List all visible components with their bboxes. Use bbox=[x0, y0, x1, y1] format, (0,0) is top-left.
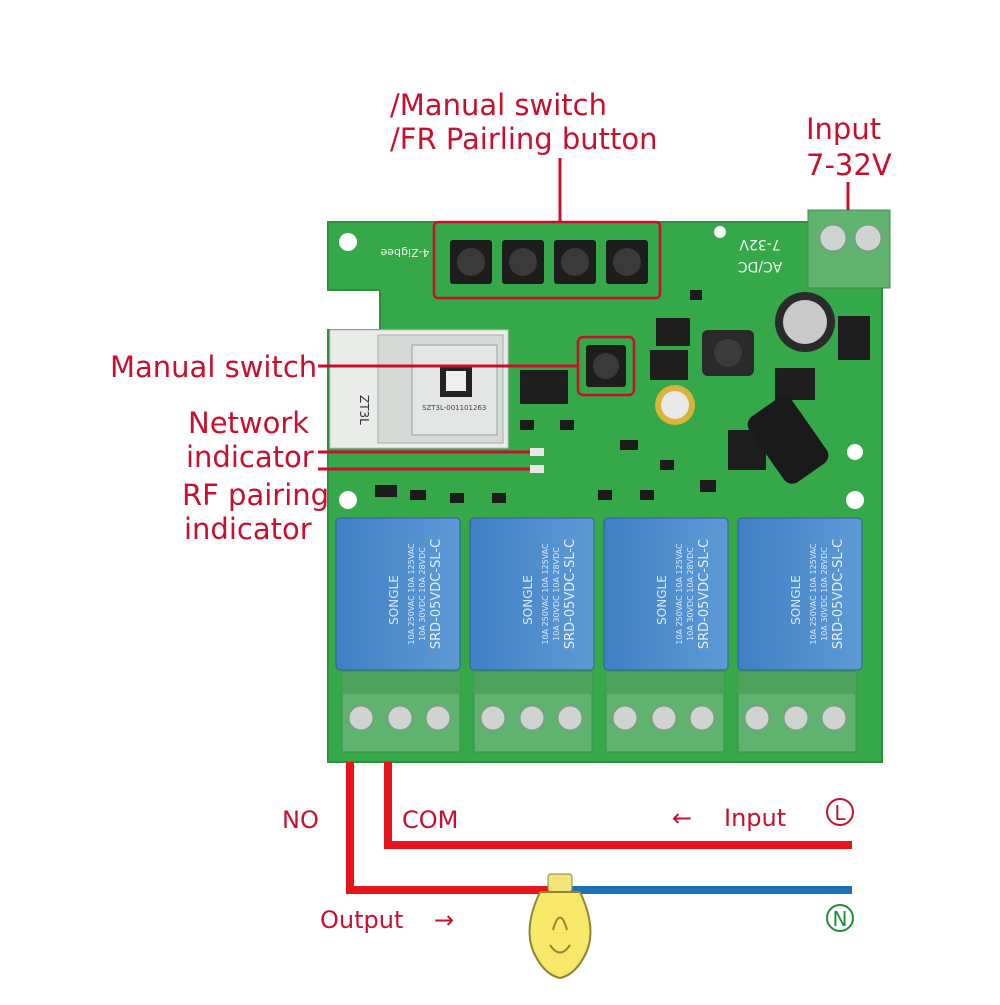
tactile-button-cap bbox=[457, 248, 485, 276]
ic-chip bbox=[520, 370, 568, 404]
terminal-block bbox=[341, 671, 461, 753]
mount-hole bbox=[714, 226, 726, 238]
relay-brand: SONGLE bbox=[521, 575, 535, 625]
screw-icon[interactable] bbox=[689, 705, 715, 731]
relay-model: SRD-05VDC-SL-C bbox=[831, 539, 846, 649]
input-arrow: ← bbox=[672, 804, 693, 832]
screw-icon[interactable] bbox=[821, 705, 847, 731]
top-buttons-highlight bbox=[432, 220, 662, 300]
mount-hole bbox=[339, 233, 357, 251]
input-label: Input bbox=[724, 804, 787, 832]
screw-icon[interactable] bbox=[744, 705, 770, 731]
transistor bbox=[650, 350, 688, 380]
input-voltage-line1: Input bbox=[806, 112, 882, 146]
top-callout-line2: /FR Pairling button bbox=[390, 122, 658, 156]
transistor bbox=[656, 318, 690, 346]
tactile-button-cap bbox=[613, 248, 641, 276]
relay-rating: 10A 250VAC 10A 125VAC bbox=[809, 543, 818, 645]
screw-icon[interactable] bbox=[651, 705, 677, 731]
rf-led bbox=[530, 465, 544, 473]
top-callout-line1: /Manual switch bbox=[390, 88, 607, 122]
screw-icon[interactable] bbox=[819, 224, 847, 252]
network-indicator-line2: indicator bbox=[186, 440, 314, 474]
regulator-ic bbox=[838, 316, 870, 360]
screw-icon[interactable] bbox=[348, 705, 374, 731]
smd-components bbox=[375, 290, 716, 503]
neutral-symbol-icon bbox=[826, 904, 854, 932]
manual-switch-label: Manual switch bbox=[110, 350, 318, 384]
network-indicator-line1: Network bbox=[188, 406, 310, 440]
live-wire-com bbox=[384, 762, 852, 849]
relay-rating: 10A 250VAC 10A 125VAC bbox=[407, 543, 416, 645]
relay-brand: SONGLE bbox=[789, 575, 803, 625]
relay-model: SRD-05VDC-SL-C bbox=[697, 539, 712, 649]
relay-rating: 10A 30VDC 10A 28VDC bbox=[820, 547, 829, 641]
neutral-symbol-text: N bbox=[833, 907, 848, 931]
relay-rating: 10A 30VDC 10A 28VDC bbox=[686, 547, 695, 641]
qr-code-inner bbox=[446, 371, 466, 391]
com-label: COM bbox=[402, 806, 459, 834]
relay-rating: 10A 30VDC 10A 28VDC bbox=[552, 547, 561, 641]
tactile-button-cap bbox=[509, 248, 537, 276]
silk-voltage-text: 7-32V bbox=[739, 236, 781, 252]
live-symbol-text: L bbox=[834, 801, 846, 825]
relay: SONGLE SRD-05VDC-SL-C 10A 250VAC 10A 125… bbox=[603, 517, 729, 671]
terminal-block bbox=[605, 671, 725, 753]
light-bulb-icon bbox=[528, 873, 592, 980]
live-wire-no bbox=[346, 762, 560, 894]
tactile-button-cap bbox=[561, 248, 589, 276]
relay-rating: 10A 250VAC 10A 125VAC bbox=[675, 543, 684, 645]
screw-icon[interactable] bbox=[387, 705, 413, 731]
capacitor-small-top bbox=[661, 391, 689, 419]
relay: SONGLE SRD-05VDC-SL-C 10A 250VAC 10A 125… bbox=[335, 517, 461, 671]
live-symbol-icon bbox=[826, 798, 854, 826]
mount-hole bbox=[339, 491, 357, 509]
screw-icon[interactable] bbox=[480, 705, 506, 731]
relay-brand: SONGLE bbox=[655, 575, 669, 625]
power-terminal bbox=[807, 209, 891, 289]
mount-hole bbox=[846, 491, 864, 509]
silk-acdc-text: AC/DC bbox=[738, 258, 783, 274]
terminal-blocks bbox=[341, 671, 857, 753]
manual-switch-cap bbox=[593, 353, 619, 379]
relay-model: SRD-05VDC-SL-C bbox=[563, 539, 578, 649]
rf-indicator-line1: RF pairing bbox=[182, 478, 330, 512]
ic-chip bbox=[775, 368, 815, 400]
relay: SONGLE SRD-05VDC-SL-C 10A 250VAC 10A 125… bbox=[737, 517, 863, 671]
relay-model: SRD-05VDC-SL-C bbox=[429, 539, 444, 649]
rf-indicator-line2: indicator bbox=[184, 512, 312, 546]
screw-icon[interactable] bbox=[425, 705, 451, 731]
module-id-text: ZT3L bbox=[357, 395, 371, 425]
relay-rating: 10A 30VDC 10A 28VDC bbox=[418, 547, 427, 641]
silk-model-text: 4-Zigbee bbox=[380, 246, 429, 259]
antenna-coil bbox=[747, 396, 829, 484]
network-led bbox=[530, 448, 544, 456]
screw-icon[interactable] bbox=[557, 705, 583, 731]
terminal-block bbox=[737, 671, 857, 753]
module-serial-text: SZT3L-001101263 bbox=[422, 404, 486, 412]
tactile-buttons-top bbox=[450, 240, 648, 284]
screw-icon[interactable] bbox=[612, 705, 638, 731]
screw-icon[interactable] bbox=[854, 224, 882, 252]
output-label: Output bbox=[320, 906, 404, 934]
mount-hole bbox=[847, 444, 863, 460]
capacitor-large-top bbox=[783, 300, 827, 344]
relay-brand: SONGLE bbox=[387, 575, 401, 625]
terminal-block bbox=[473, 671, 593, 753]
relay: SONGLE SRD-05VDC-SL-C 10A 250VAC 10A 125… bbox=[469, 517, 595, 671]
no-label: NO bbox=[282, 806, 319, 834]
inductor-coil bbox=[714, 339, 742, 367]
input-voltage-line2: 7-32V bbox=[806, 148, 892, 182]
screw-icon[interactable] bbox=[783, 705, 809, 731]
relay-group: SONGLE SRD-05VDC-SL-C 10A 250VAC 10A 125… bbox=[335, 517, 863, 671]
relay-rating: 10A 250VAC 10A 125VAC bbox=[541, 543, 550, 645]
screw-icon[interactable] bbox=[519, 705, 545, 731]
output-arrow: → bbox=[434, 906, 455, 934]
